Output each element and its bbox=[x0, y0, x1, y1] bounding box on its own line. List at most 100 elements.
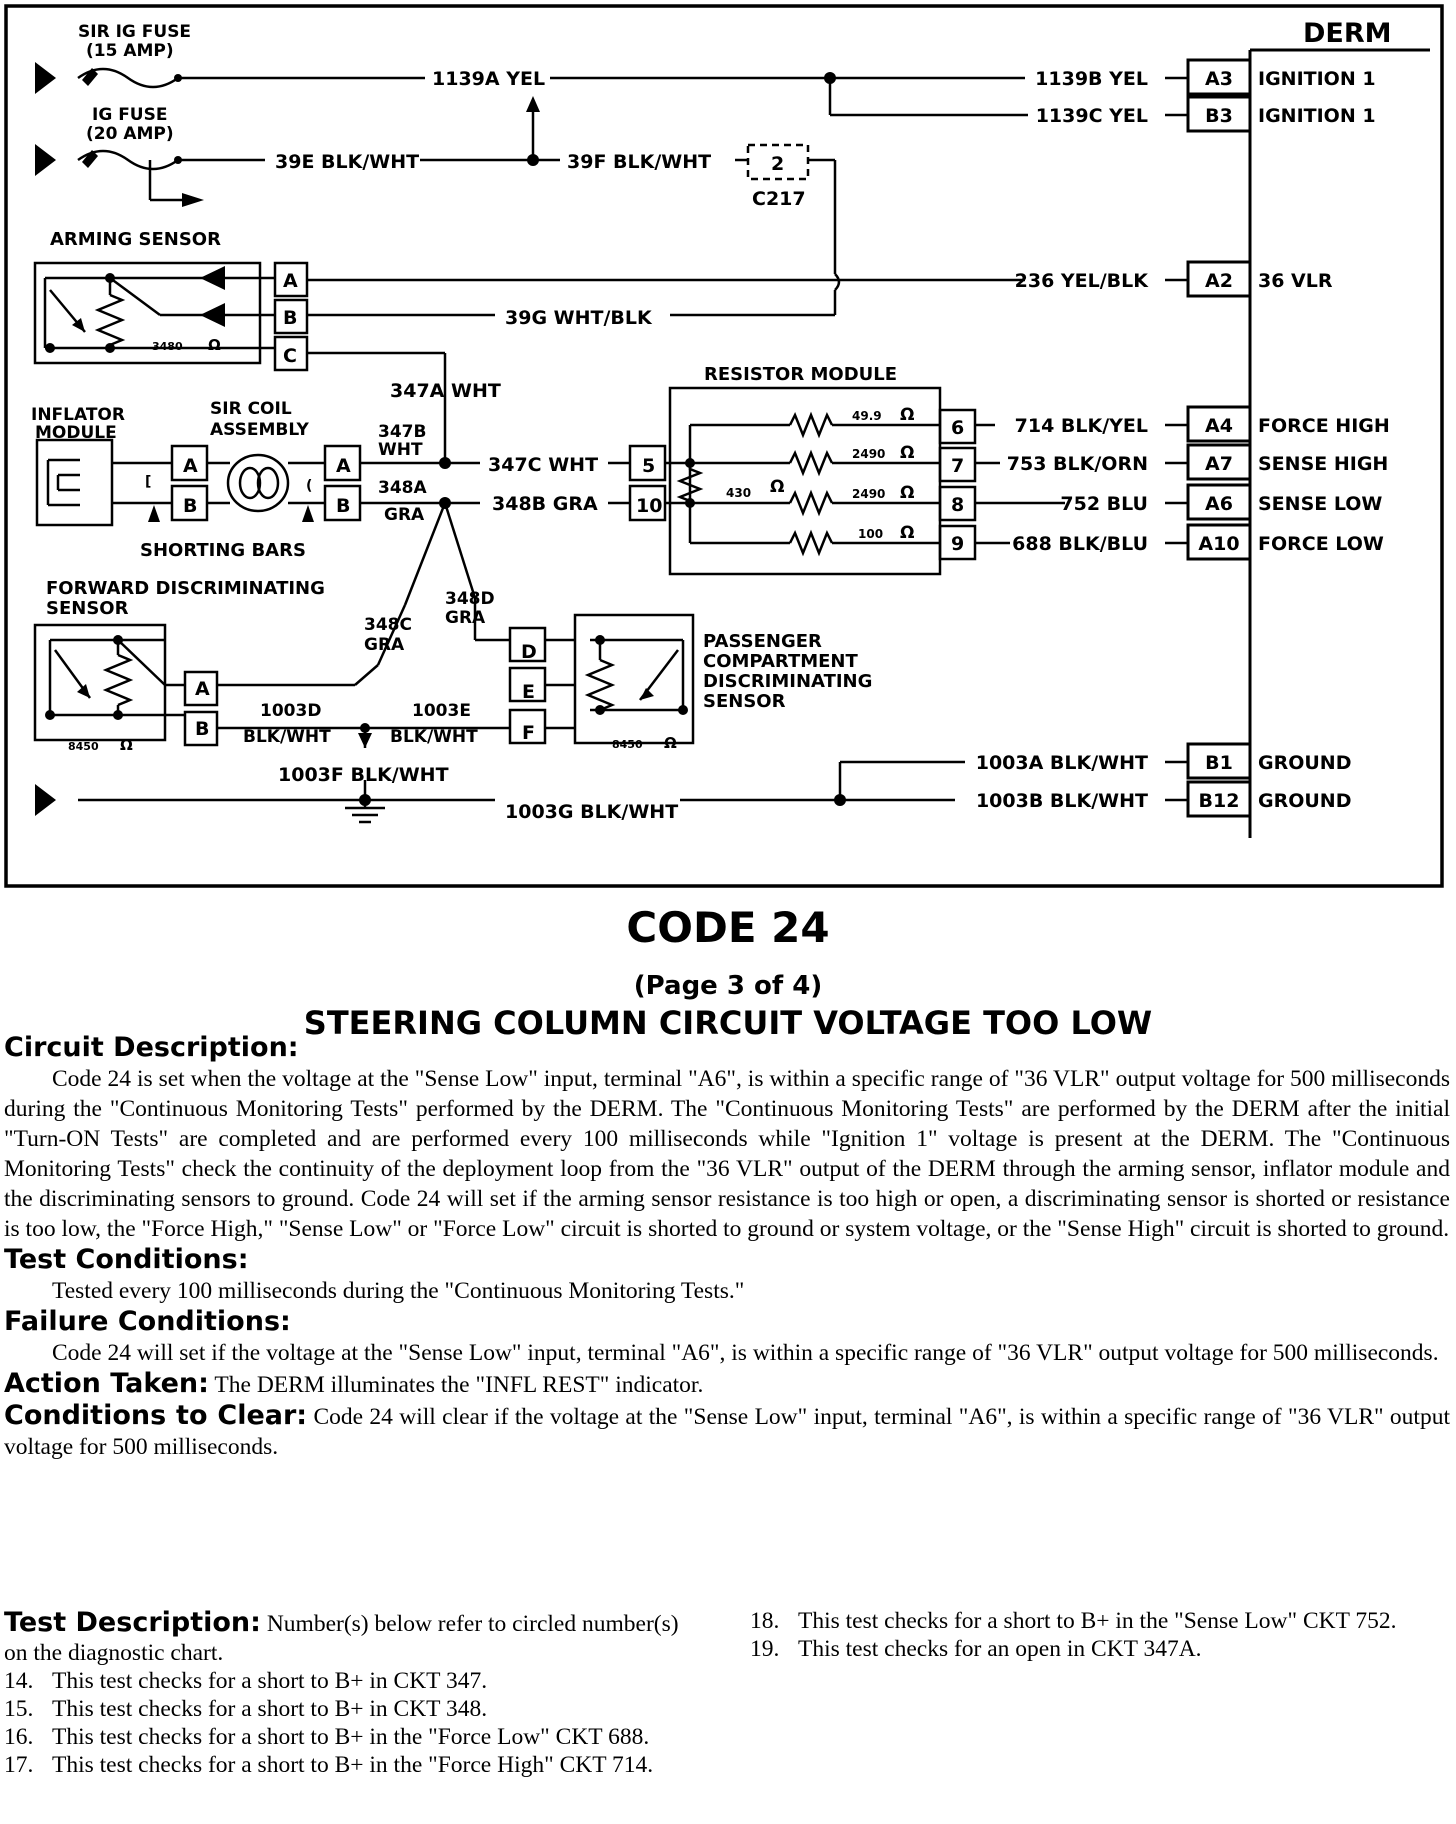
wire-1003g: 1003G BLK/WHT bbox=[505, 801, 678, 823]
derm-pin-a4: A4 bbox=[1205, 415, 1233, 437]
derm-wire-label: 236 YEL/BLK bbox=[1015, 270, 1150, 292]
derm-function-label: IGNITION 1 bbox=[1258, 68, 1376, 90]
resistor-pin-7: 7 bbox=[951, 455, 964, 477]
derm-pin-box bbox=[1186, 443, 1252, 481]
conditions-to-clear-heading: Conditions to Clear: bbox=[4, 1400, 308, 1431]
derm-function-label: GROUND bbox=[1258, 790, 1351, 812]
derm-function-label: FORCE HIGH bbox=[1258, 415, 1390, 437]
test-item-text: This test checks for a short to B+ in CK… bbox=[52, 1696, 488, 1722]
test-description-heading: Test Description: bbox=[4, 1607, 261, 1638]
arming-ohm: Ω bbox=[208, 336, 221, 354]
ig-fuse-label: IG FUSE bbox=[92, 105, 167, 125]
derm-function-label: IGNITION 1 bbox=[1258, 105, 1376, 127]
arming-sensor-label: ARMING SENSOR bbox=[50, 229, 221, 250]
forward-pin-a: A bbox=[195, 678, 210, 700]
test-item-text: This test checks for a short to B+ in th… bbox=[52, 1752, 654, 1778]
title-block: CODE 24 (Page 3 of 4) STEERING COLUMN CI… bbox=[0, 900, 1456, 1042]
derm-pin-box bbox=[1186, 523, 1252, 561]
resistor-module-label: RESISTOR MODULE bbox=[704, 364, 897, 385]
inflator-pin-a: A bbox=[183, 455, 198, 477]
resistor-ohm-3: Ω bbox=[900, 483, 914, 503]
action-taken-text: The DERM illuminates the "INFL REST" ind… bbox=[214, 1372, 704, 1398]
arming-pin-c: C bbox=[283, 345, 297, 367]
resistor-ohm-1: Ω bbox=[900, 405, 914, 425]
derm-pin-box bbox=[1186, 483, 1252, 521]
derm-wire-label: 1139B YEL bbox=[1035, 68, 1148, 90]
passenger-sensor-label-2: COMPARTMENT bbox=[703, 651, 858, 672]
derm-pin-a7: A7 bbox=[1205, 453, 1233, 475]
sir-ig-fuse-rating: (15 AMP) bbox=[86, 41, 174, 61]
derm-pin-b3: B3 bbox=[1205, 105, 1233, 127]
resistor-pin-10: 10 bbox=[636, 495, 662, 517]
wire-1003d-color: BLK/WHT bbox=[243, 727, 331, 747]
test-item: 15. This test checks for a short to B+ in… bbox=[4, 1695, 704, 1723]
derm-wire-label: 688 BLK/BLU bbox=[1012, 533, 1148, 555]
derm-pin-a6: A6 bbox=[1205, 493, 1233, 515]
wire-348c-color: GRA bbox=[364, 635, 405, 655]
derm-function-label: 36 VLR bbox=[1258, 270, 1333, 292]
resistor-pin-8: 8 bbox=[951, 494, 964, 516]
arming-pin-b: B bbox=[283, 307, 297, 329]
test-item: 14.This test checks for a short to B+ in… bbox=[4, 1667, 704, 1695]
wire-347b-color: WHT bbox=[378, 440, 423, 460]
conditions-to-clear-text: Code 24 will clear if the voltage at the… bbox=[4, 1404, 1450, 1460]
action-taken-heading: Action Taken: bbox=[4, 1368, 209, 1399]
wire-348c: 348C bbox=[364, 615, 412, 635]
sir-coil-label-2: ASSEMBLY bbox=[210, 420, 310, 440]
description-text: Circuit Description: Code 24 is set when… bbox=[4, 1032, 1450, 1462]
test-item-number: 17. bbox=[4, 1752, 34, 1778]
passenger-resistance: 8450 bbox=[612, 738, 643, 751]
derm-wire-label: 753 BLK/ORN bbox=[1007, 453, 1148, 475]
failure-conditions-text: Code 24 will set if the voltage at the "… bbox=[52, 1340, 1439, 1366]
test-item-number: 14. bbox=[4, 1668, 34, 1694]
circuit-description-text: Code 24 is set when the voltage at the "… bbox=[4, 1066, 1450, 1242]
derm-function-label: SENSE LOW bbox=[1258, 493, 1382, 515]
conditions-to-clear: Conditions to Clear: Code 24 will clear … bbox=[4, 1400, 1450, 1462]
coil-pin-a: A bbox=[336, 455, 351, 477]
derm-function-label: SENSE HIGH bbox=[1258, 453, 1388, 475]
wire-39e: 39E BLK/WHT bbox=[275, 151, 419, 173]
resistor-value-1: 49.9 bbox=[852, 409, 882, 423]
inflator-label-2: MODULE bbox=[35, 423, 117, 443]
test-item: 16. This test checks for a short to B+ in… bbox=[4, 1723, 704, 1751]
resistor-center-value: 430 bbox=[726, 486, 751, 500]
wire-347a: 347A WHT bbox=[390, 380, 501, 402]
forward-resistance: 8450 bbox=[68, 740, 99, 753]
resistor-value-4: 100 bbox=[858, 527, 883, 541]
passenger-pin-d: D bbox=[521, 641, 537, 663]
sir-ig-fuse-label: SIR IG FUSE bbox=[78, 22, 191, 42]
resistor-value-2: 2490 bbox=[852, 447, 885, 461]
forward-sensor-label-2: SENSOR bbox=[46, 598, 129, 619]
wire-39g: 39G WHT/BLK bbox=[505, 307, 653, 329]
derm-wire-label: 714 BLK/YEL bbox=[1015, 415, 1148, 437]
passenger-pin-e: E bbox=[522, 681, 535, 703]
derm-pin-a2: A2 bbox=[1205, 270, 1233, 292]
derm-pin-b1: B1 bbox=[1205, 752, 1233, 774]
derm-pin-a3: A3 bbox=[1205, 68, 1233, 90]
wiring-diagram: DERM SIR IG FUSE (15 AMP) IG FUSE (20 AM… bbox=[4, 4, 1444, 888]
arming-resistance: 3480 bbox=[152, 340, 183, 353]
test-item-text: This test checks for an open in CKT 347A… bbox=[798, 1636, 1202, 1662]
test-item: 17. This test checks for a short to B+ in… bbox=[4, 1751, 704, 1779]
page-subtitle: STEERING COLUMN CIRCUIT VOLTAGE TOO LOW bbox=[303, 1004, 1153, 1042]
resistor-pin-6: 6 bbox=[951, 417, 964, 439]
wire-347b: 347B bbox=[378, 422, 426, 442]
test-item-text: This test checks for a short to B+ in th… bbox=[52, 1724, 650, 1750]
derm-wire-label: 752 BLU bbox=[1060, 493, 1148, 515]
wire-348a: 348A bbox=[378, 478, 427, 498]
test-item-number: 15. bbox=[4, 1696, 34, 1722]
coil-pin-b: B bbox=[336, 495, 350, 517]
test-conditions-heading: Test Conditions: bbox=[4, 1244, 249, 1275]
test-item: 19.This test checks for an open in CKT 3… bbox=[750, 1635, 1450, 1663]
code-title: CODE 24 bbox=[626, 903, 830, 952]
derm-wire-label: 1139C YEL bbox=[1036, 105, 1148, 127]
test-conditions-text: Tested every 100 milliseconds during the… bbox=[52, 1278, 745, 1304]
resistor-pin-5: 5 bbox=[642, 455, 655, 477]
test-item-number: 16. bbox=[4, 1724, 34, 1750]
derm-function-label: FORCE LOW bbox=[1258, 533, 1384, 555]
inflator-pin-b: B bbox=[183, 495, 197, 517]
action-taken: Action Taken: The DERM illuminates the "… bbox=[4, 1368, 1450, 1400]
shorting-bars-label: SHORTING BARS bbox=[140, 540, 306, 561]
wire-1003e-color: BLK/WHT bbox=[390, 727, 478, 747]
derm-pin-box bbox=[1186, 58, 1252, 96]
